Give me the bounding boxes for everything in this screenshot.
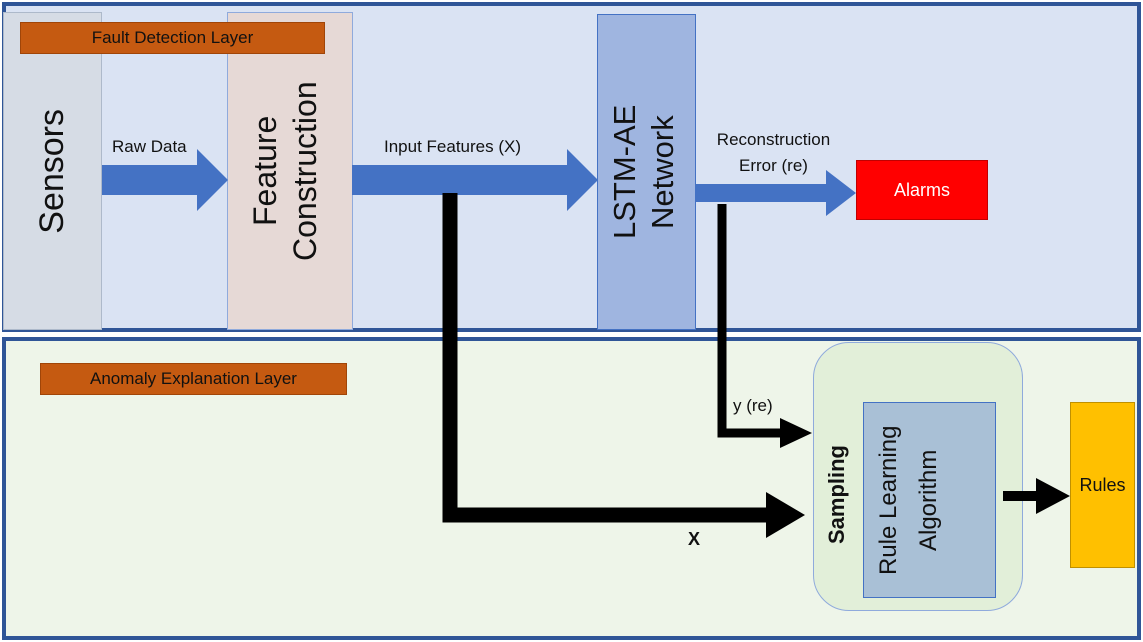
x-arrowhead [766, 492, 805, 538]
anomaly-explanation-layer-label: Anomaly Explanation Layer [90, 369, 297, 388]
y-re-path [717, 204, 782, 438]
lstm-ae-block: LSTM-AE Network [597, 14, 696, 330]
rules-label: Rules [1079, 474, 1126, 495]
reconstruction-error-arrow [696, 170, 856, 216]
fault-detection-layer-label: Fault Detection Layer [91, 28, 254, 47]
rules-block: Rules [1070, 402, 1135, 568]
sensors-block: Sensors [3, 12, 102, 330]
reconstruction-error-label: Reconstruction Error (re) [716, 130, 831, 175]
alarms-block: Alarms [856, 160, 988, 220]
rules-arrow-shaft [1003, 491, 1041, 501]
x-path [442, 193, 772, 523]
feature-construction-block: Feature Construction [227, 12, 353, 330]
input-features-arrow [352, 149, 598, 211]
raw-data-arrow [102, 149, 228, 211]
input-features-label: Input Features (X) [384, 137, 522, 156]
rule-learning-algorithm-block: Rule Learning Algorithm [863, 402, 996, 598]
y-re-label: y (re) [733, 396, 773, 415]
fault-detection-layer-tag: Fault Detection Layer [20, 22, 325, 54]
rules-arrowhead [1036, 478, 1070, 514]
raw-data-label: Raw Data [112, 137, 187, 156]
y-re-arrowhead [780, 418, 812, 448]
x-label: X [688, 529, 701, 549]
alarms-label: Alarms [893, 179, 950, 200]
anomaly-explanation-layer-tag: Anomaly Explanation Layer [40, 363, 347, 395]
